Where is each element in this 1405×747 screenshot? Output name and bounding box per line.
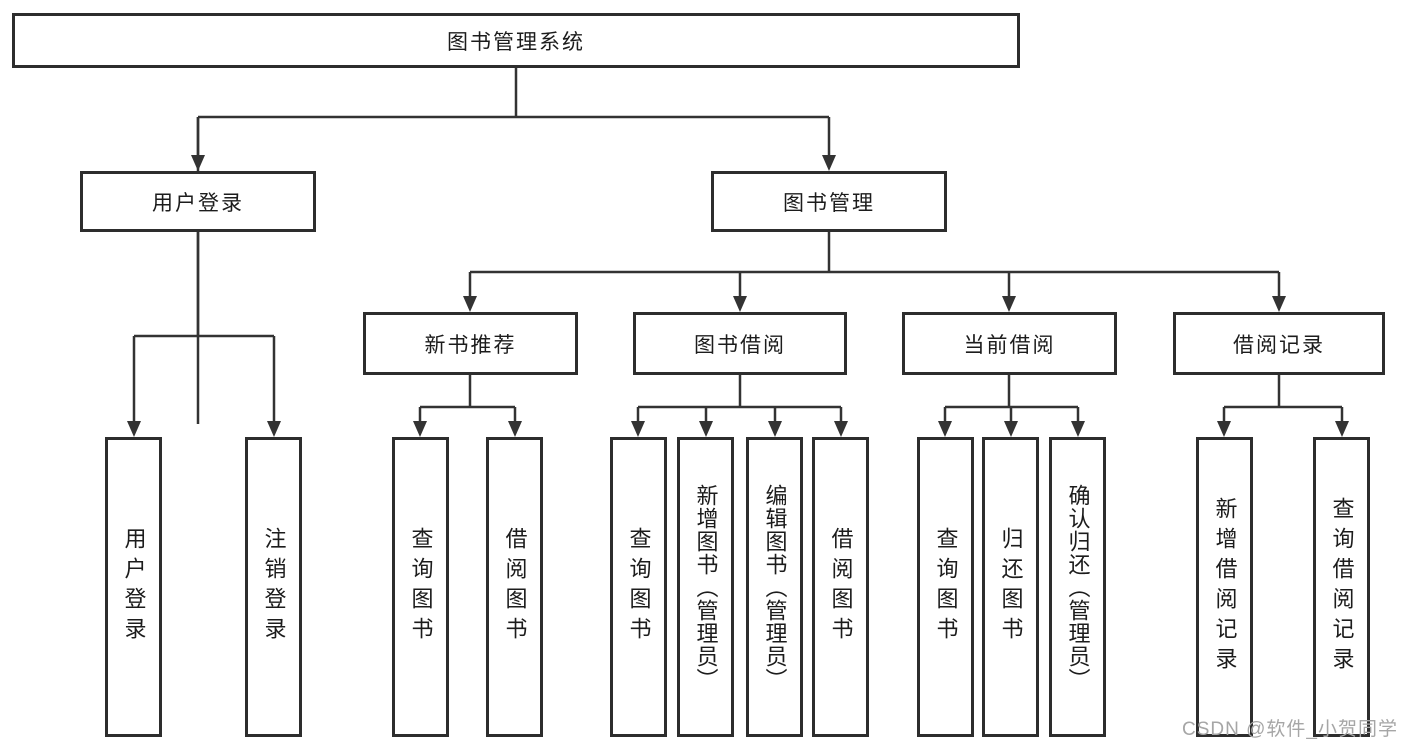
leaf-add-books-admin: 新增图书（管理员）	[677, 437, 734, 737]
leaf-label: 编辑图书（管理员）	[762, 483, 788, 691]
connector-root-to-level1	[196, 68, 831, 424]
leaf-label: 借阅图书	[502, 527, 528, 647]
leaf-query-borrow-record: 查询借阅记录	[1313, 437, 1370, 737]
connector-borrowrecords-to-leaves	[1222, 375, 1344, 424]
node-user-login: 用户登录	[80, 171, 316, 232]
node-label: 图书借阅	[694, 333, 786, 357]
node-book-management: 图书管理	[711, 171, 947, 232]
node-label: 借阅记录	[1233, 333, 1325, 357]
leaf-confirm-return-admin: 确认归还（管理员）	[1049, 437, 1106, 737]
leaf-label: 借阅图书	[828, 527, 854, 647]
node-root-system: 图书管理系统	[12, 13, 1020, 68]
connector-userlogin-to-leaves	[132, 232, 276, 424]
leaf-label: 查询图书	[933, 527, 959, 647]
node-label: 当前借阅	[963, 333, 1056, 357]
node-label: 新书推荐	[424, 333, 517, 357]
node-label: 图书管理系统	[447, 30, 585, 54]
connector-bookborrow-to-leaves	[636, 375, 843, 424]
leaf-label: 注销登录	[261, 527, 287, 647]
leaf-user-login: 用户登录	[105, 437, 162, 737]
node-label: 图书管理	[783, 191, 875, 215]
leaf-label: 新增图书（管理员）	[693, 483, 719, 691]
node-borrow-records: 借阅记录	[1173, 312, 1385, 375]
leaf-label: 确认归还（管理员）	[1065, 483, 1091, 691]
connector-currentborrow-to-leaves	[943, 375, 1080, 424]
leaf-return-books: 归还图书	[982, 437, 1039, 737]
arrowheads	[127, 155, 1349, 437]
leaf-label: 归还图书	[998, 527, 1024, 647]
leaf-label: 新增借阅记录	[1212, 497, 1238, 677]
node-label: 用户登录	[152, 191, 244, 215]
csdn-watermark: CSDN @软件_小贺同学	[1182, 719, 1398, 740]
leaf-borrow-books-recommend: 借阅图书	[486, 437, 543, 737]
connector-bookmgmt-to-level2	[468, 232, 1281, 299]
connector-newbookrec-to-leaves	[418, 375, 517, 424]
leaf-add-borrow-record: 新增借阅记录	[1196, 437, 1253, 737]
leaf-label: 查询图书	[626, 527, 652, 647]
leaf-borrow-books: 借阅图书	[812, 437, 869, 737]
leaf-logout: 注销登录	[245, 437, 302, 737]
leaf-query-books-current: 查询图书	[917, 437, 974, 737]
leaf-label: 用户登录	[121, 527, 147, 647]
leaf-label: 查询借阅记录	[1329, 497, 1355, 677]
leaf-query-books-borrow: 查询图书	[610, 437, 667, 737]
leaf-label: 查询图书	[408, 527, 434, 647]
node-book-borrow: 图书借阅	[633, 312, 847, 375]
leaf-query-books-recommend: 查询图书	[392, 437, 449, 737]
node-new-book-recommend: 新书推荐	[363, 312, 578, 375]
leaf-edit-books-admin: 编辑图书（管理员）	[746, 437, 803, 737]
node-current-borrow: 当前借阅	[902, 312, 1117, 375]
